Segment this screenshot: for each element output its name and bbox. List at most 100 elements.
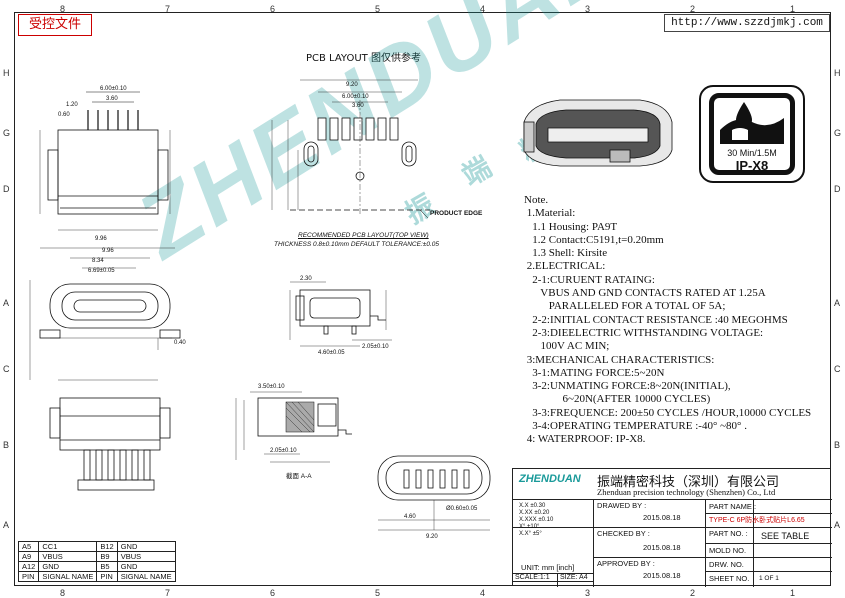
zone-letter: C: [834, 364, 841, 374]
dim-4-60: 4.60±0.05: [318, 350, 345, 356]
zone-letter: B: [3, 440, 10, 450]
tolerance-row: X° ±10°: [519, 524, 540, 530]
mold-no-label: MOLD NO.: [709, 546, 747, 555]
scale-label: SCALE:1:1: [515, 574, 550, 581]
dim-0-60: 0.60: [58, 112, 70, 118]
water-drop-icon: [720, 102, 784, 144]
checked-by-label: CHECKED BY :: [597, 529, 650, 538]
website-url[interactable]: http://www.szzdjmkj.com: [664, 14, 830, 32]
table-cell: GND: [116, 541, 176, 552]
zone-letter: H: [834, 68, 841, 78]
table-cell: PIN: [96, 571, 118, 582]
pcb-layout: [271, 79, 430, 219]
table-cell: SIGNAL NAME: [116, 571, 176, 582]
checked-date: 2015.08.18: [643, 543, 681, 552]
drw-no-label: DRW. NO.: [709, 560, 744, 569]
dim-9-20-bottom: 9.20: [426, 534, 438, 540]
recommended-layout-label: RECOMMENDED PCB LAYOUT(TOP VIEW): [298, 232, 429, 239]
zone-number: 4: [480, 4, 486, 14]
unit-label: UNIT: mm [inch]: [521, 563, 575, 572]
table-cell: GND: [116, 561, 176, 572]
dim-2-20: 2.05±0.10: [270, 448, 297, 454]
table-cell: B9: [96, 551, 118, 562]
dim-3-50: 3.50±0.10: [258, 384, 285, 390]
product-edge-label: PRODUCT EDGE: [430, 210, 483, 217]
zone-number: 5: [375, 588, 381, 598]
zone-letter: G: [3, 128, 11, 138]
dim-2-05: 2.05±0.10: [362, 344, 389, 350]
dim-9-96-b: 9.96: [102, 248, 114, 254]
front-view-bottom: [377, 455, 491, 531]
zone-number: 6: [270, 588, 276, 598]
dim-3-60-pcb: 3.60: [352, 103, 364, 109]
tolerance-row: X.X ±0.30: [519, 503, 546, 509]
table-cell: B12: [96, 541, 118, 552]
zone-number: 7: [165, 588, 171, 598]
company-logo: ZHENDUAN: [519, 473, 581, 485]
tolerance-row: X.X° ±5°: [519, 531, 542, 537]
zone-letter: H: [3, 68, 10, 78]
badge-rating: IP-X8: [735, 158, 769, 173]
thickness-label: THICKNESS 0.8±0.10mm DEFAULT TOLERANCE:±…: [274, 241, 439, 248]
approved-by-label: APPROVED BY :: [597, 559, 655, 568]
dim-1-20: 1.20: [66, 102, 78, 108]
table-cell: SIGNAL NAME: [38, 571, 98, 582]
part-name: TYPE-C 6P防水卧式贴片L6.65: [709, 517, 805, 524]
zone-letter: A: [834, 298, 841, 308]
zone-number: 4: [480, 588, 486, 598]
dim-4-60-bottom: 4.60: [404, 514, 416, 520]
table-cell: VBUS: [38, 551, 98, 562]
side-section-view: [289, 281, 392, 347]
approved-date: 2015.08.18: [643, 571, 681, 580]
zone-number: 8: [60, 588, 66, 598]
table-cell: CC1: [38, 541, 98, 552]
badge-duration: 30 Min/1.5M: [727, 148, 777, 158]
sheet-no: 1 OF 1: [759, 575, 779, 582]
part-name-label: PART NAME :: [709, 502, 757, 511]
ip-x8-badge: 30 Min/1.5M IP-X8: [699, 85, 805, 183]
zone-letter: A: [3, 520, 10, 530]
section-a-a-view: [235, 391, 352, 463]
company-name-en: Zhenduan precision technology (Shenzhen)…: [597, 487, 776, 497]
dim-0-60-bottom: Ø0.60±0.05: [446, 506, 478, 512]
table-cell: A5: [17, 541, 40, 552]
tolerance-row: X.XXX ±0.10: [519, 517, 554, 523]
front-view-port: [29, 247, 181, 381]
zone-letter: B: [834, 440, 841, 450]
table-cell: GND: [38, 561, 98, 572]
drawing-frame: [14, 12, 831, 586]
dim-2-30: 2.30: [300, 276, 312, 282]
dim-9-96-a: 9.96: [95, 236, 107, 242]
dim-6-00: 6.00±0.10: [100, 86, 127, 92]
zone-number: 3: [585, 588, 591, 598]
section-label: 截面 A-A: [286, 473, 312, 480]
zone-number: 7: [165, 4, 171, 14]
zone-number: 5: [375, 4, 381, 14]
tolerance-row: X.XX ±0.20: [519, 510, 550, 516]
table-cell: B5: [96, 561, 118, 572]
zone-letter: D: [3, 184, 10, 194]
table-cell: A9: [17, 551, 40, 562]
size-label: SIZE: A4: [560, 574, 588, 581]
table-cell: VBUS: [116, 551, 176, 562]
title-block: ZHENDUAN 振端精密科技（深圳）有限公司 Zhenduan precisi…: [512, 468, 832, 587]
dim-9-20-pcb: 9.20: [346, 82, 358, 88]
zone-letter: A: [834, 520, 841, 530]
side-view-top-left: [39, 91, 171, 231]
zone-number: 1: [790, 4, 796, 14]
table-cell: A12: [17, 561, 40, 572]
zone-number: 1: [790, 588, 796, 598]
company-name-cn: 振端精密科技（深圳）有限公司: [597, 475, 780, 490]
zone-number: 2: [690, 4, 696, 14]
zone-letter: C: [3, 364, 10, 374]
drawn-by-label: DRAWED BY :: [597, 501, 647, 510]
zone-letter: D: [834, 184, 841, 194]
dim-3-60: 3.60: [106, 96, 118, 102]
zone-letter: G: [834, 128, 842, 138]
